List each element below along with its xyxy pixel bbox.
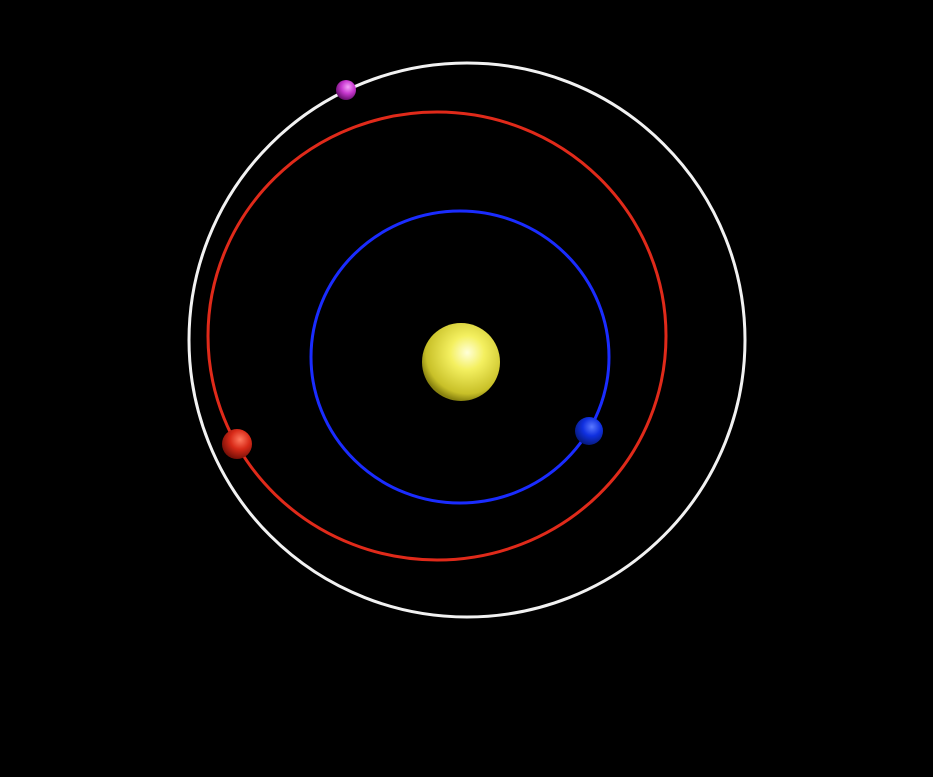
outer-orbit xyxy=(187,61,747,619)
middle-orbit xyxy=(206,110,668,562)
sun xyxy=(422,323,500,401)
magenta-planet xyxy=(336,80,356,100)
blue-planet xyxy=(575,417,603,445)
inner-orbit xyxy=(309,209,611,505)
red-planet xyxy=(222,429,252,459)
